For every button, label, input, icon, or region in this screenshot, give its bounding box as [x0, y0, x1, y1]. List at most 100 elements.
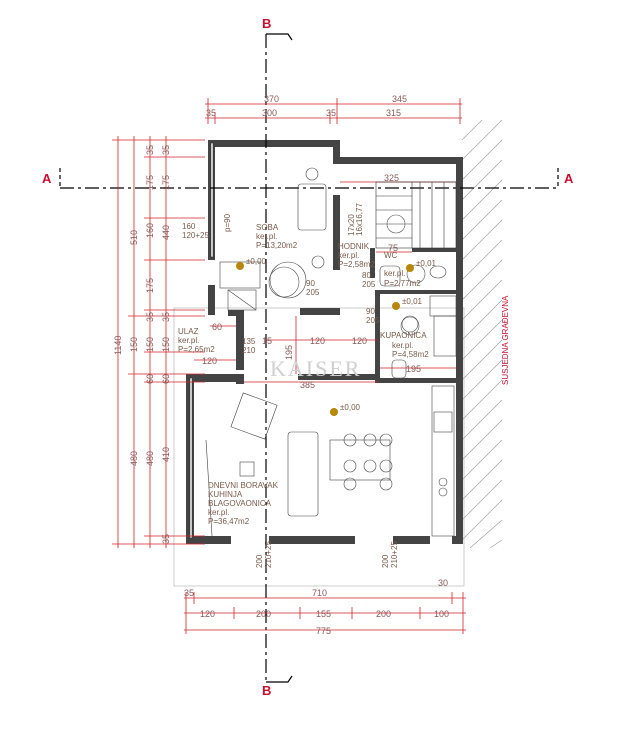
window-bottom-1-width: 200 — [255, 554, 264, 568]
left-dim-440: 440 — [161, 225, 171, 240]
left-dim-410: 410 — [161, 447, 171, 462]
bedroom-furniture — [219, 167, 327, 311]
left-dim-480b: 480 — [145, 451, 155, 466]
window-bottom-2-width: 200 — [381, 554, 390, 568]
left-dim-160: 160 — [145, 223, 155, 238]
bottom-dim-30: 30 — [438, 578, 448, 588]
level-markers — [236, 262, 414, 416]
inner-dim-195a: 195 — [284, 345, 294, 360]
room-soba: SOBA ker.pl. P=13,20m2 — [256, 223, 298, 250]
svg-text:DNEVNI BORAVAK: DNEVNI BORAVAK — [208, 481, 279, 490]
level-soba: ±0,00 — [246, 257, 267, 266]
stair-spec-1: 17x20 — [347, 214, 356, 236]
left-dim-60b: 60 — [161, 374, 171, 384]
room-wc: WC ker.pl. P=2,77m2 — [384, 251, 421, 288]
svg-text:WC: WC — [384, 251, 398, 260]
svg-text:P=4,58m2: P=4,58m2 — [392, 350, 429, 359]
svg-text:ker.pl.: ker.pl. — [338, 251, 359, 260]
left-dimension-lines — [112, 136, 205, 548]
top-dimension-lines — [205, 98, 462, 124]
left-dim-175c: 175 — [161, 175, 171, 190]
svg-text:ker.pl.: ker.pl. — [384, 269, 405, 278]
room-kupaonica: KUPAONICA ker.pl. P=4,58m2 — [380, 331, 429, 359]
svg-text:P=13,20m2: P=13,20m2 — [256, 241, 298, 250]
left-dim-150b: 150 — [145, 337, 155, 352]
bottom-dim-200b: 200 — [376, 609, 391, 619]
watermark: KAISER — [270, 356, 361, 381]
stair-spec-2: 16x16,77 — [355, 203, 364, 236]
inner-dim-120c: 120 — [202, 356, 217, 366]
bathroom-fixtures — [379, 265, 457, 379]
svg-text:P=2,65m2: P=2,65m2 — [178, 345, 215, 354]
bottom-dim-200a: 200 — [256, 609, 271, 619]
left-dim-510: 510 — [129, 230, 139, 245]
svg-text:ULAZ: ULAZ — [178, 327, 199, 336]
left-dim-60a: 60 — [145, 374, 155, 384]
svg-text:KUPAONICA: KUPAONICA — [380, 331, 427, 340]
neighbor-hatch — [461, 119, 503, 549]
inner-dim-120a: 120 — [310, 336, 325, 346]
inner-dim-195b: 195 — [406, 364, 421, 374]
section-a-left: A — [42, 171, 52, 186]
left-dim-150c: 150 — [161, 337, 171, 352]
svg-text:P=36,47m2: P=36,47m2 — [208, 517, 250, 526]
left-dim-35b: 35 — [145, 312, 155, 322]
svg-text:HODNIK: HODNIK — [338, 242, 370, 251]
bottom-dim-710: 710 — [312, 588, 327, 598]
bottom-dim-120: 120 — [200, 609, 215, 619]
section-line-a — [59, 168, 559, 189]
top-dim-35a: 35 — [206, 108, 216, 118]
door-kup-height: 205 — [366, 316, 380, 325]
svg-text:ker.pl.: ker.pl. — [256, 232, 277, 241]
bottom-dim-775: 775 — [316, 626, 331, 636]
staircase — [375, 181, 457, 249]
level-kupaonica: ±0,01 — [402, 297, 423, 306]
section-b-top: B — [262, 16, 271, 31]
inner-dim-120b: 120 — [352, 336, 367, 346]
bottom-dim-155: 155 — [316, 609, 331, 619]
inner-dim-325: 325 — [384, 173, 399, 183]
section-line-b — [265, 33, 293, 683]
bottom-dim-100: 100 — [434, 609, 449, 619]
door-soba-height: 205 — [306, 288, 320, 297]
window-bottom-1-height: 210+25 — [264, 541, 273, 568]
inner-dim-15: 15 — [262, 336, 272, 346]
svg-text:ker.pl.: ker.pl. — [392, 341, 413, 350]
wheelchair-icons — [268, 214, 426, 336]
level-wc: ±0,01 — [416, 259, 437, 268]
window-soba-height: 120+25 — [182, 231, 209, 240]
top-dim-315: 315 — [386, 108, 401, 118]
svg-text:ker.pl.: ker.pl. — [208, 508, 229, 517]
svg-text:KUHINJA: KUHINJA — [208, 490, 243, 499]
door-wc-height: 205 — [362, 280, 376, 289]
living-furniture — [205, 385, 455, 537]
svg-text:P=2,58m2: P=2,58m2 — [338, 260, 375, 269]
left-dim-175b: 175 — [145, 278, 155, 293]
inner-dim-60: 60 — [212, 322, 222, 332]
window-soba-width: 160 — [182, 222, 196, 231]
room-hodnik: HODNIK ker.pl. P=2,58m2 — [338, 242, 375, 269]
window-p90: p=90 — [223, 213, 232, 232]
section-a-right: A — [564, 171, 574, 186]
door-ulaz-height: 210 — [242, 346, 256, 355]
left-dim-35a: 35 — [145, 145, 155, 155]
svg-text:SOBA: SOBA — [256, 223, 279, 232]
left-dim-480a: 480 — [129, 451, 139, 466]
inner-dim-385: 385 — [300, 380, 315, 390]
left-dim-150a: 150 — [129, 337, 139, 352]
door-kup-width: 90 — [366, 307, 375, 316]
bottom-dim-35: 35 — [184, 588, 194, 598]
svg-text:ker.pl.: ker.pl. — [178, 336, 199, 345]
room-dnevni-boravak: DNEVNI BORAVAK KUHINJA BLAGOVAONICA ker.… — [208, 481, 279, 526]
svg-text:P=2,77m2: P=2,77m2 — [384, 279, 421, 288]
bottom-dimension-lines — [184, 592, 466, 634]
top-dim-300: 300 — [262, 108, 277, 118]
section-b-bottom: B — [262, 683, 271, 698]
svg-text:BLAGOVAONICA: BLAGOVAONICA — [208, 499, 272, 508]
room-ulaz: ULAZ ker.pl. P=2,65m2 — [178, 327, 215, 354]
door-soba-width: 90 — [306, 279, 315, 288]
top-dim-370: 370 — [264, 94, 279, 104]
left-dim-175a: 175 — [145, 175, 155, 190]
top-dim-35b: 35 — [326, 108, 336, 118]
